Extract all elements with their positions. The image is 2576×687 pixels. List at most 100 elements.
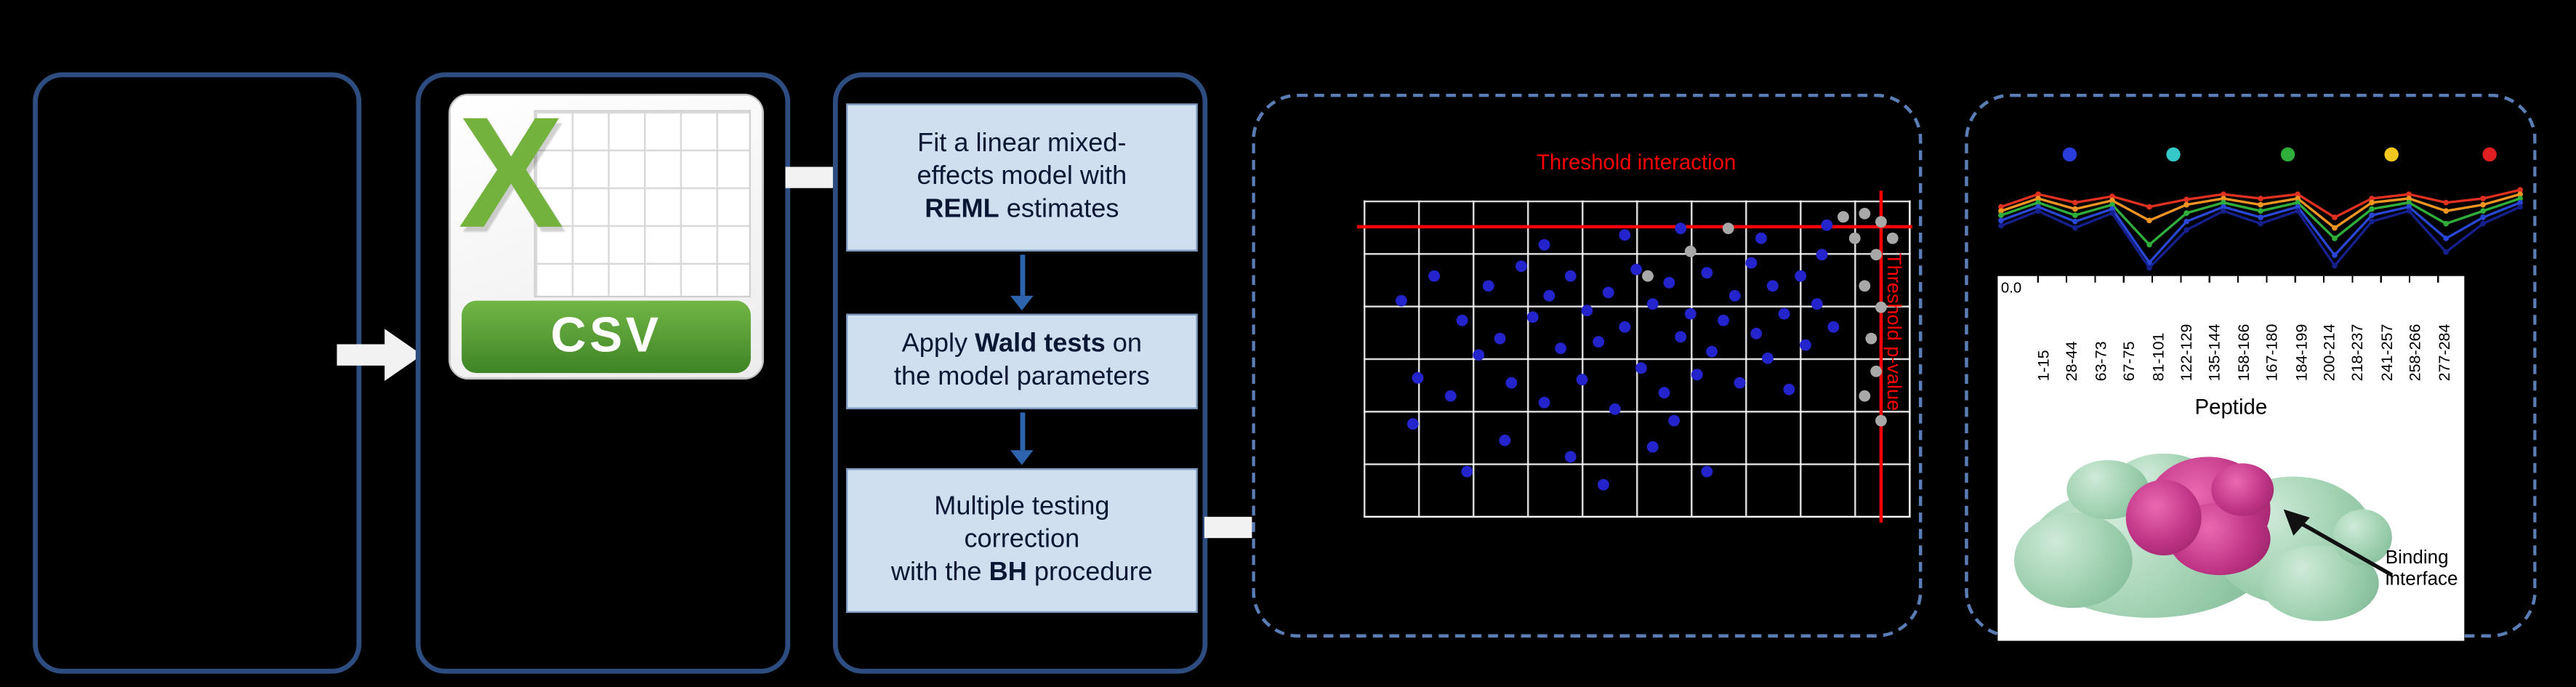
profile-point bbox=[2035, 196, 2041, 201]
profile-point bbox=[2517, 187, 2523, 193]
scatter-point bbox=[1543, 289, 1555, 301]
scatter-point bbox=[1875, 302, 1888, 314]
scatter-point bbox=[1630, 264, 1643, 276]
threshold-interaction-line bbox=[1356, 225, 1912, 229]
scatter-point bbox=[1641, 270, 1654, 282]
scatter-point bbox=[1848, 232, 1861, 244]
scatter-point bbox=[1500, 434, 1511, 446]
profile-point bbox=[2480, 196, 2486, 201]
scatter-point bbox=[1859, 207, 1872, 219]
scatter-point bbox=[1794, 270, 1806, 282]
scatter-point bbox=[1766, 279, 1779, 292]
binding-region-blob bbox=[2125, 479, 2202, 555]
profile-point bbox=[2443, 208, 2450, 214]
peptide-tick: 158-166 bbox=[2235, 324, 2254, 382]
excel-x-letter: X bbox=[458, 85, 564, 262]
profile-point bbox=[2258, 196, 2263, 201]
profile-point bbox=[2183, 210, 2189, 216]
peptide-tick: 135-144 bbox=[2207, 324, 2226, 382]
step-text-post: procedure bbox=[1026, 558, 1153, 587]
scatter-point bbox=[1428, 270, 1441, 282]
profile-point bbox=[2035, 199, 2041, 206]
profile-point bbox=[2369, 196, 2375, 201]
profile-point bbox=[2146, 217, 2152, 224]
step-text-pre: Multiple testing correction with the bbox=[890, 492, 1110, 587]
scatter-point bbox=[1565, 270, 1577, 282]
step-text-bold: REML bbox=[925, 196, 999, 224]
profile-point bbox=[2072, 212, 2078, 218]
step-text-post: on the model parameters bbox=[893, 329, 1150, 391]
step-text-post: estimates bbox=[999, 196, 1119, 224]
scatter-point bbox=[1761, 352, 1774, 364]
group-marker bbox=[2384, 147, 2399, 162]
scatter-point bbox=[1707, 346, 1719, 358]
profile-point bbox=[2109, 197, 2115, 204]
scatter-point bbox=[1505, 377, 1517, 390]
profile-point bbox=[2258, 220, 2263, 227]
profile-point bbox=[2480, 208, 2486, 214]
scatter-point bbox=[1810, 299, 1822, 310]
scatter-point bbox=[1783, 384, 1795, 396]
scatter-point bbox=[1821, 220, 1833, 232]
scatter-point bbox=[1685, 245, 1697, 257]
profile-point bbox=[2221, 204, 2226, 210]
scatter-point bbox=[1701, 267, 1713, 279]
scatter-point bbox=[1701, 466, 1713, 478]
peptide-axis-label: Peptide bbox=[2194, 394, 2268, 419]
threshold-interaction-label: Threshold interaction bbox=[1536, 149, 1736, 174]
scatter-plot bbox=[1356, 190, 1912, 523]
csv-file-icon: X CSV bbox=[448, 86, 764, 380]
profile-point bbox=[2146, 241, 2152, 248]
profile-point bbox=[2183, 196, 2189, 203]
binding-region-blob bbox=[2211, 463, 2274, 516]
profile-point bbox=[1998, 208, 2004, 214]
step-box-wald: Apply Wald tests on the model parameters bbox=[846, 313, 1198, 409]
step-box-reml: Fit a linear mixed- effects model with R… bbox=[846, 103, 1198, 252]
group-marker bbox=[2482, 147, 2497, 162]
profile-point bbox=[2517, 191, 2523, 197]
profile-point bbox=[2035, 191, 2041, 197]
profile-point bbox=[2258, 208, 2263, 214]
scatter-point bbox=[1396, 295, 1408, 308]
peptide-tick: 200-214 bbox=[2321, 324, 2340, 382]
profile-point bbox=[2443, 220, 2450, 227]
peptide-tick: 258-266 bbox=[2407, 324, 2426, 382]
input-panel bbox=[33, 72, 362, 674]
profile-point bbox=[2332, 225, 2338, 231]
scatter-point bbox=[1646, 441, 1659, 453]
scatter-point bbox=[1619, 321, 1632, 333]
profile-point bbox=[2480, 201, 2486, 208]
profile-point bbox=[2406, 199, 2412, 206]
profile-point bbox=[2480, 220, 2486, 227]
scatter-point bbox=[1875, 217, 1888, 229]
profile-point bbox=[2258, 201, 2263, 208]
scatter-point bbox=[1816, 248, 1828, 260]
peptide-tick: 1-15 bbox=[2035, 350, 2054, 382]
profile-point bbox=[2295, 199, 2301, 206]
profile-point bbox=[2221, 199, 2226, 206]
scatter-point bbox=[1690, 368, 1702, 380]
scatter-point bbox=[1663, 276, 1675, 289]
scatter-point bbox=[1870, 365, 1883, 377]
profile-point bbox=[2258, 214, 2263, 220]
step-text-pre: Fit a linear mixed- effects model with bbox=[917, 129, 1127, 191]
scatter-point bbox=[1603, 286, 1615, 298]
peptide-tick: 218-237 bbox=[2349, 324, 2368, 382]
peptide-tick: 81-101 bbox=[2149, 332, 2168, 382]
scatter-point bbox=[1581, 305, 1593, 317]
profile-point bbox=[2295, 204, 2301, 210]
scatter-point bbox=[1598, 478, 1610, 491]
profile-point bbox=[2072, 218, 2078, 225]
profile-point bbox=[2332, 262, 2338, 269]
profile-point bbox=[2332, 252, 2338, 258]
scatter-point bbox=[1875, 415, 1888, 427]
scatter-point bbox=[1494, 333, 1506, 345]
profile-point bbox=[2443, 199, 2450, 206]
peptide-tick: 277-284 bbox=[2435, 324, 2454, 382]
scatter-point bbox=[1674, 330, 1686, 342]
scatter-point bbox=[1646, 299, 1659, 310]
scatter-point bbox=[1537, 396, 1550, 409]
profile-point bbox=[2109, 210, 2115, 216]
